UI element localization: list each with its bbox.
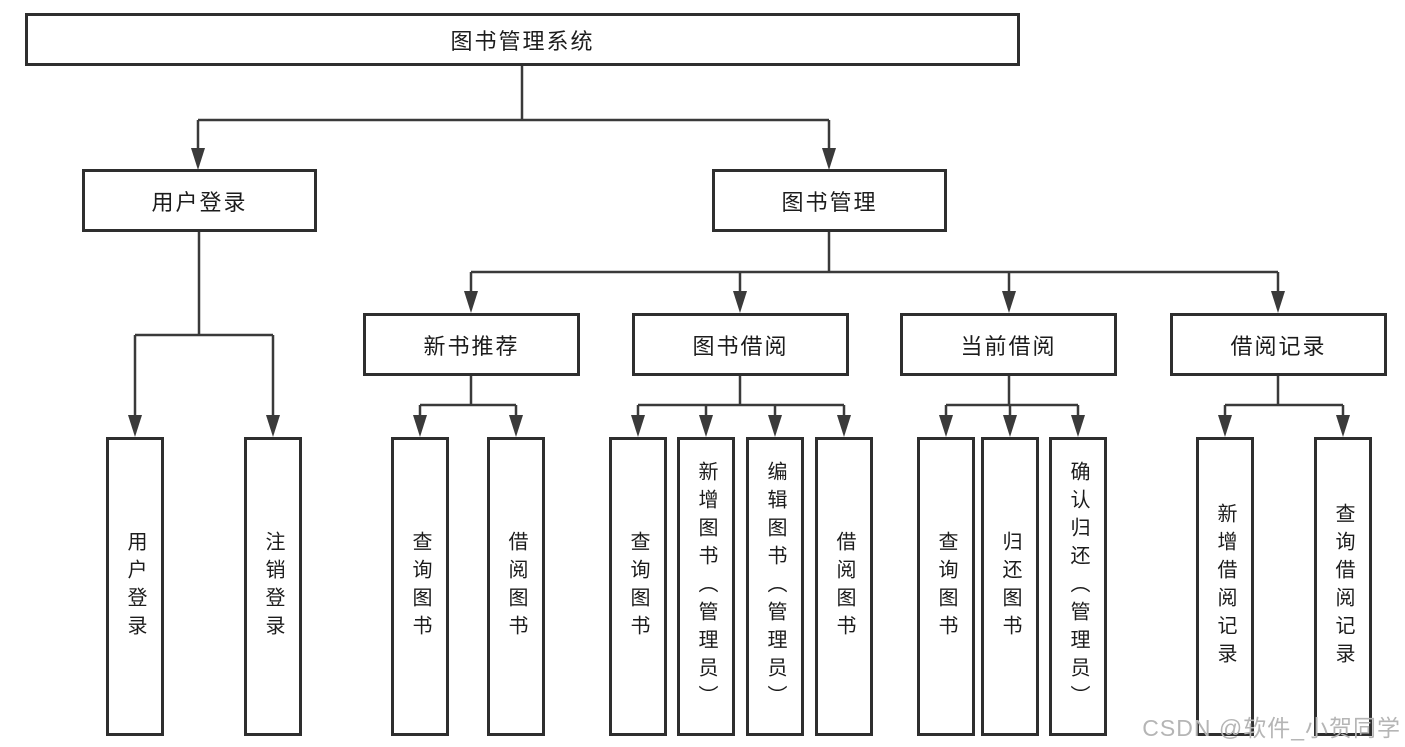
node-book-borrow: 图书借阅	[632, 313, 849, 376]
leaf-bb-add-book-admin: 新增图书（管理员）	[677, 437, 735, 736]
arrowhead	[1336, 415, 1350, 437]
edge-root-to-level1	[191, 66, 836, 170]
arrowhead	[1271, 291, 1285, 313]
node-current-borrow: 当前借阅	[900, 313, 1117, 376]
edge-user-login-to-leaves	[128, 232, 280, 437]
leaf-nb-borrow-book: 借阅图书	[487, 437, 545, 736]
arrowhead	[1071, 415, 1085, 437]
leaf-cb-confirm-return-admin: 确认归还（管理员）	[1049, 437, 1107, 736]
leaf-bb-query-book: 查询图书	[609, 437, 667, 736]
arrowhead	[1003, 415, 1017, 437]
leaf-user-login: 用户登录	[106, 437, 164, 736]
arrowhead	[733, 291, 747, 313]
node-new-book-recommend: 新书推荐	[363, 313, 580, 376]
arrowhead	[1218, 415, 1232, 437]
arrowhead	[939, 415, 953, 437]
leaf-logout: 注销登录	[244, 437, 302, 736]
arrowhead	[699, 415, 713, 437]
arrowhead	[1002, 291, 1016, 313]
node-root-system: 图书管理系统	[25, 13, 1020, 66]
node-user-login-group: 用户登录	[82, 169, 317, 232]
leaf-nb-query-book: 查询图书	[391, 437, 449, 736]
edge-new-book-to-leaves	[413, 376, 523, 437]
leaf-br-add-record: 新增借阅记录	[1196, 437, 1254, 736]
edge-book-management-to-groups	[464, 232, 1285, 313]
edge-current-borrow-to-leaves	[939, 376, 1085, 437]
arrowhead	[509, 415, 523, 437]
arrowhead	[128, 415, 142, 437]
arrowhead	[191, 148, 205, 170]
arrowhead	[768, 415, 782, 437]
arrowhead	[266, 415, 280, 437]
arrowhead	[413, 415, 427, 437]
leaf-cb-return-book: 归还图书	[981, 437, 1039, 736]
arrowhead	[631, 415, 645, 437]
leaf-bb-edit-book-admin: 编辑图书（管理员）	[746, 437, 804, 736]
arrowhead	[464, 291, 478, 313]
leaf-bb-borrow-book: 借阅图书	[815, 437, 873, 736]
node-book-management: 图书管理	[712, 169, 947, 232]
node-borrow-records: 借阅记录	[1170, 313, 1387, 376]
edge-borrow-records-to-leaves	[1218, 376, 1350, 437]
arrowhead	[837, 415, 851, 437]
edge-book-borrow-to-leaves	[631, 376, 851, 437]
leaf-br-query-record: 查询借阅记录	[1314, 437, 1372, 736]
arrowhead	[822, 148, 836, 170]
leaf-cb-query-book: 查询图书	[917, 437, 975, 736]
